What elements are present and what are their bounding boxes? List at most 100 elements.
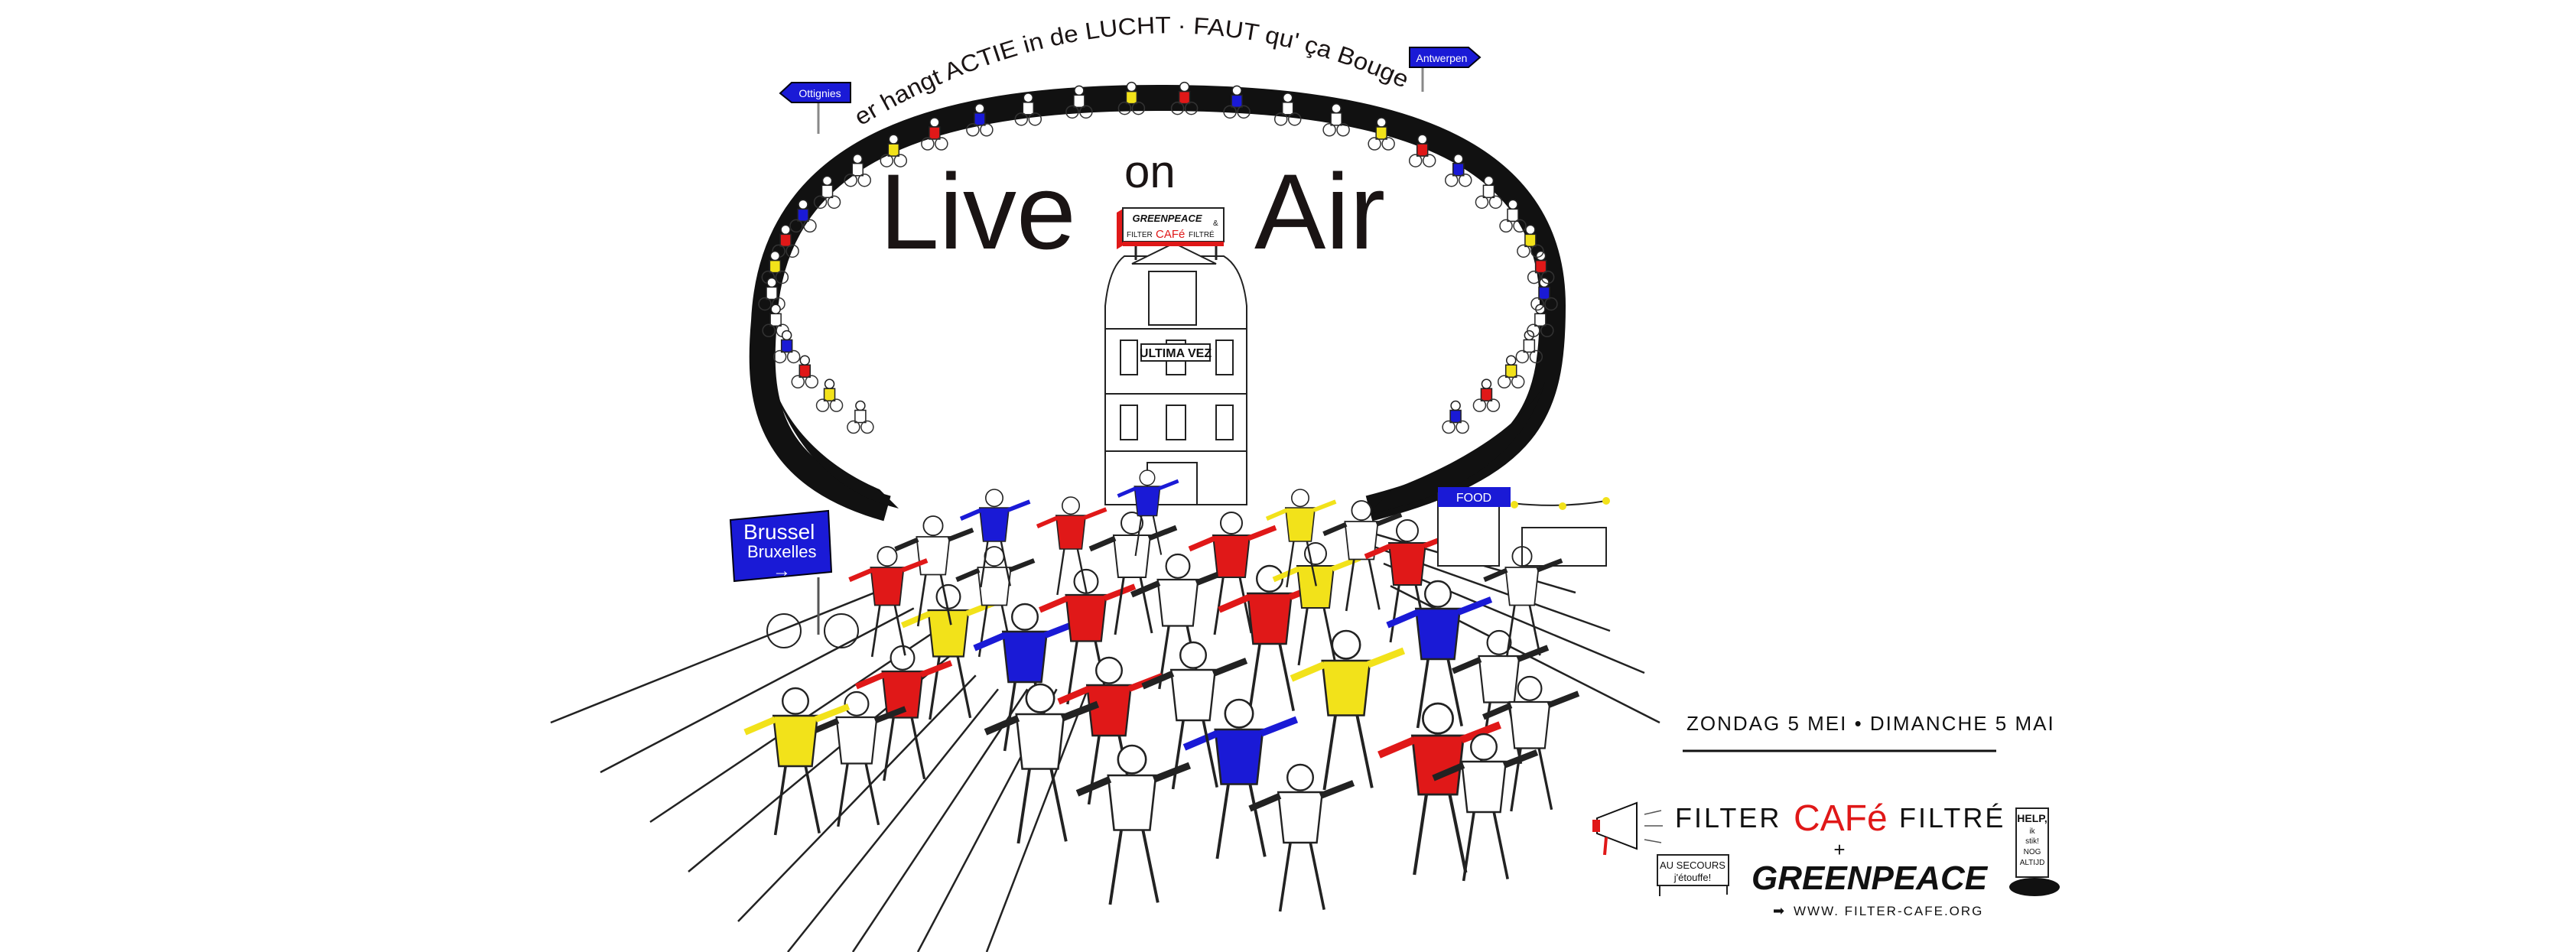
- road-line: [787, 688, 999, 952]
- road-line: [1383, 562, 1645, 674]
- cyclist: [847, 400, 874, 434]
- dancer: [1322, 500, 1403, 612]
- building-sign: ULTIMA VEZ: [1140, 347, 1212, 360]
- filter-cafe-logo: FILTER CAFé FILTRÉ +: [1675, 798, 2003, 861]
- cyclist: [1472, 379, 1501, 412]
- cyclist: [813, 175, 841, 210]
- dancer: [1248, 763, 1355, 912]
- cyclist: [1065, 85, 1093, 119]
- road-line: [600, 607, 915, 774]
- dancer: [1432, 733, 1539, 882]
- cyclist: [1368, 117, 1395, 151]
- svg-text:+: +: [1833, 838, 1845, 861]
- cyclist: [815, 379, 844, 412]
- cyclist: [1170, 81, 1199, 115]
- food-stall: FOOD: [1437, 487, 1610, 567]
- help-sign: HELP, ik stik! NOG ALTIJD: [2009, 807, 2060, 896]
- svg-text:HELP,: HELP,: [2017, 812, 2047, 824]
- cyclist: [1475, 175, 1503, 210]
- dancer: [1482, 675, 1580, 812]
- dancer: [1036, 496, 1107, 596]
- svg-text:FILTRÉ: FILTRÉ: [1189, 229, 1215, 239]
- dancer: [1377, 702, 1501, 876]
- road-line: [985, 688, 1089, 952]
- svg-text:FILTER: FILTER: [1675, 802, 1781, 833]
- dancer: [743, 687, 851, 836]
- dancer: [1117, 470, 1179, 557]
- dancer: [955, 546, 1036, 658]
- svg-text:WWW. FILTER-CAFE.ORG: WWW. FILTER-CAFE.ORG: [1794, 904, 1983, 918]
- cyclists-on-track: [758, 81, 1558, 434]
- dancer: [1188, 512, 1277, 635]
- cyclist: [1273, 93, 1302, 126]
- billboard: GREENPEACE & FILTER CAFé FILTRÉ: [1117, 207, 1225, 260]
- dancer: [808, 690, 907, 827]
- ring-track: [749, 84, 1566, 521]
- cyclist: [966, 103, 994, 137]
- dancer: [959, 489, 1031, 588]
- svg-text:GREENPEACE: GREENPEACE: [1132, 213, 1202, 224]
- building: ULTIMA VEZ: [1104, 242, 1247, 505]
- dancer: [1182, 698, 1299, 859]
- svg-text:ALTIJD: ALTIJD: [2020, 859, 2045, 867]
- cyclist: [791, 355, 819, 389]
- cyclist: [1322, 103, 1350, 137]
- svg-text:ik: ik: [2029, 827, 2035, 836]
- svg-text:on: on: [1124, 146, 1176, 197]
- dancer: [1265, 489, 1337, 588]
- sign-brussel: Brussel Bruxelles →: [729, 509, 859, 648]
- cyclist: [1497, 355, 1525, 389]
- dancer: [1075, 744, 1192, 905]
- dancer: [1088, 512, 1178, 635]
- svg-text:ZONDAG 5 MEI • DIMANCHE 5 MA: ZONDAG 5 MEI • DIMANCHE 5 MAI: [1686, 712, 2055, 735]
- au-secours-sign: AU SECOURS j'étouffe!: [1657, 854, 1729, 896]
- svg-text:NOG: NOG: [2024, 848, 2041, 856]
- dancer: [1483, 546, 1563, 658]
- svg-text:Air: Air: [1254, 151, 1385, 271]
- cyclist: [762, 304, 789, 338]
- dancer: [984, 683, 1100, 844]
- svg-text:&: &: [1213, 219, 1218, 228]
- svg-text:AU SECOURS: AU SECOURS: [1660, 859, 1725, 871]
- dancer: [894, 515, 974, 627]
- svg-text:Antwerpen: Antwerpen: [1416, 52, 1468, 64]
- svg-text:CAFé: CAFé: [1156, 228, 1185, 241]
- cyclist: [1223, 85, 1251, 119]
- svg-text:Bruxelles: Bruxelles: [747, 542, 816, 561]
- cyclist: [880, 134, 908, 167]
- sign-ottignies: Ottignies: [779, 82, 851, 134]
- cyclist: [1445, 153, 1472, 187]
- cyclist: [844, 153, 871, 187]
- cyclist: [1117, 81, 1146, 115]
- svg-text:FOOD: FOOD: [1456, 492, 1491, 505]
- dancer: [900, 583, 999, 720]
- megaphone-icon: [1592, 801, 1663, 856]
- svg-text:Brussel: Brussel: [743, 520, 815, 544]
- arrow-right-icon: ➡: [1773, 903, 1784, 919]
- svg-text:Live: Live: [880, 151, 1076, 271]
- road-line: [737, 674, 977, 922]
- dancing-crowd: [743, 470, 1580, 912]
- cyclist: [1014, 93, 1042, 126]
- dancer: [1038, 568, 1137, 705]
- dancer: [1290, 629, 1406, 791]
- cyclist: [1517, 224, 1544, 258]
- event-date: ZONDAG 5 MEI • DIMANCHE 5 MAI: [1683, 712, 2055, 752]
- dancer: [848, 546, 929, 658]
- cyclist: [772, 224, 799, 258]
- svg-text:stik!: stik!: [2025, 837, 2039, 846]
- sign-antwerpen: Antwerpen: [1409, 47, 1482, 92]
- svg-text:→: →: [772, 560, 791, 581]
- cyclist: [1442, 400, 1469, 434]
- road-line: [550, 585, 892, 724]
- dancer: [854, 645, 953, 781]
- dancer: [1057, 656, 1164, 805]
- dancer: [1141, 641, 1248, 790]
- website-link[interactable]: ➡ WWW. FILTER-CAFE.ORG: [1773, 903, 1983, 919]
- svg-text:CAFé: CAFé: [1794, 798, 1888, 839]
- cyclist: [1408, 134, 1436, 167]
- dancer: [1386, 580, 1493, 729]
- cyclist: [789, 199, 817, 233]
- svg-text:Ottignies: Ottignies: [798, 87, 841, 99]
